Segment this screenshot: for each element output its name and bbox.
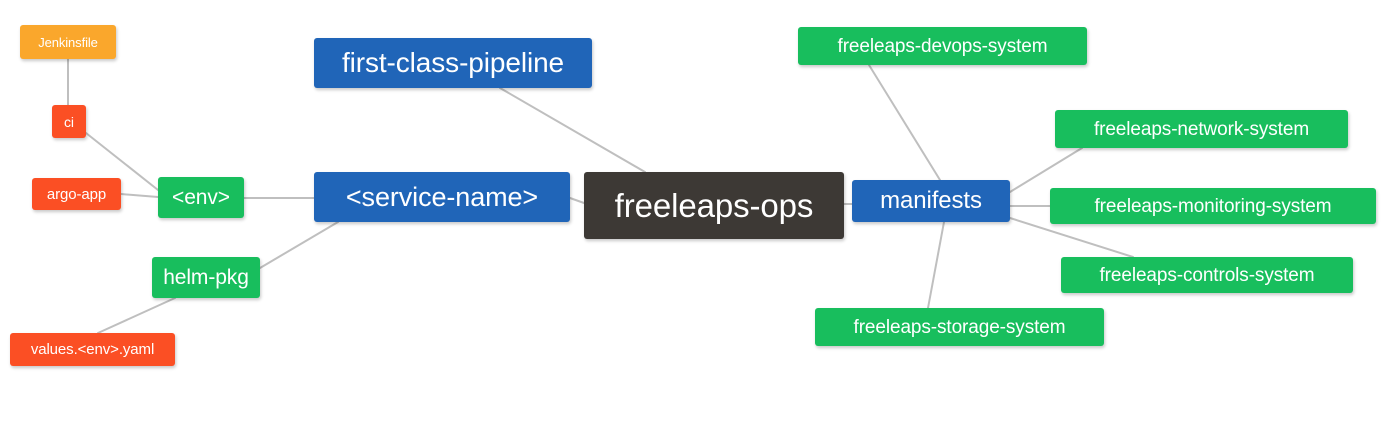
edge-service-name-to-helm-pkg (259, 221, 339, 269)
edge-manifests-to-storage-system (927, 221, 945, 309)
node-first-class-pipeline[interactable]: first-class-pipeline (314, 38, 592, 88)
node-controls-system[interactable]: freeleaps-controls-system (1061, 257, 1353, 293)
node-label: argo-app (46, 185, 107, 203)
node-label: <service-name> (345, 181, 539, 212)
node-monitoring-system[interactable]: freeleaps-monitoring-system (1050, 188, 1376, 224)
node-label: helm-pkg (163, 266, 249, 289)
edge-argo-app-to-env (120, 193, 159, 198)
edge-helm-pkg-to-values-env-yaml (97, 297, 176, 334)
node-label: manifests (880, 187, 982, 214)
node-label: freeleaps-network-system (1093, 118, 1310, 140)
node-argo-app[interactable]: argo-app (32, 178, 121, 210)
node-label: freeleaps-monitoring-system (1094, 195, 1332, 217)
edge-manifests-to-devops-system (868, 64, 941, 181)
node-env[interactable]: <env> (158, 177, 244, 218)
node-label: ci (64, 113, 74, 130)
node-helm-pkg[interactable]: helm-pkg (152, 257, 260, 298)
node-label: freeleaps-ops (614, 187, 814, 224)
node-storage-system[interactable]: freeleaps-storage-system (815, 308, 1104, 346)
node-jenkinsfile[interactable]: Jenkinsfile (20, 25, 116, 59)
edge-service-name-to-freeleaps-ops (569, 197, 585, 204)
node-devops-system[interactable]: freeleaps-devops-system (798, 27, 1087, 65)
edge-manifests-to-network-system (1009, 147, 1083, 193)
node-label: first-class-pipeline (341, 47, 565, 78)
node-label: <env> (172, 186, 230, 209)
node-label: freeleaps-controls-system (1099, 264, 1315, 286)
node-label: values.<env>.yaml (30, 341, 155, 358)
node-label: freeleaps-storage-system (853, 316, 1066, 338)
node-freeleaps-ops[interactable]: freeleaps-ops (584, 172, 844, 239)
node-label: freeleaps-devops-system (837, 35, 1048, 57)
node-service-name[interactable]: <service-name> (314, 172, 570, 222)
node-label: Jenkinsfile (38, 34, 98, 50)
node-network-system[interactable]: freeleaps-network-system (1055, 110, 1348, 148)
node-values-env-yaml[interactable]: values.<env>.yaml (10, 333, 175, 366)
node-ci[interactable]: ci (52, 105, 86, 138)
edge-first-class-pipeline-to-freeleaps-ops (499, 87, 646, 173)
node-manifests[interactable]: manifests (852, 180, 1010, 222)
